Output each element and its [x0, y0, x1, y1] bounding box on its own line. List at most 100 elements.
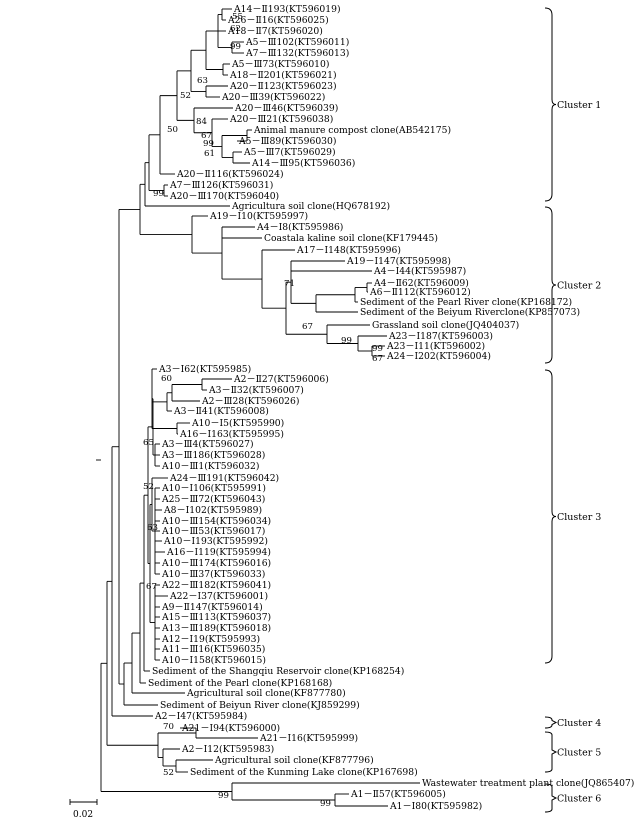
- leaf-label: A10－Ⅲ174(KT596016): [161, 558, 271, 569]
- bootstrap-value: 71: [284, 279, 295, 289]
- leaf-label: A9－Ⅱ147(KT596014): [161, 602, 263, 613]
- bootstrap-value: 84: [196, 117, 207, 127]
- leaf-label: A19－Ⅰ147(KT595998): [346, 256, 451, 267]
- leaf-label: A1－Ⅰ80(KT595982): [389, 801, 482, 812]
- leaf-label: A7－Ⅲ126(KT596031): [169, 180, 273, 191]
- leaf-label: A20－Ⅲ170(KT596040): [169, 191, 279, 202]
- bootstrap-value: 52: [180, 91, 191, 101]
- leaf-label: A4－Ⅱ62(KT596009): [373, 278, 469, 289]
- cluster-bracket: [544, 7, 557, 202]
- leaf-label: A18－Ⅱ7(KT596020): [227, 26, 323, 37]
- cluster-label: Cluster 2: [557, 281, 601, 292]
- leaf-label: Agricultural soil clone(KF877780): [186, 688, 346, 699]
- leaf-label: A10－Ⅰ5(KT595990): [191, 418, 284, 429]
- bootstrap-value: 99: [153, 189, 164, 199]
- leaf-label: A11－Ⅲ16(KT596035): [161, 644, 265, 655]
- leaf-label: A4－Ⅰ44(KT595987): [373, 266, 466, 277]
- leaf-label: A20－Ⅲ46(KT596039): [234, 103, 338, 114]
- leaf-label: A14－Ⅲ95(KT596036): [251, 158, 355, 169]
- bootstrap-value: 99: [320, 799, 331, 809]
- leaf-label: A1－Ⅱ57(KT596005): [350, 789, 446, 800]
- leaf-label: A5－Ⅲ73(KT596010): [231, 59, 329, 70]
- leaf-label: A23－Ⅰ187(KT596003): [388, 331, 493, 342]
- cluster-label: Cluster 6: [557, 794, 601, 805]
- leaf-label: A10－Ⅲ37(KT596033): [161, 569, 265, 580]
- bootstrap-value: 52: [143, 482, 154, 492]
- leaf-label: A10－Ⅰ106(KT595991): [161, 483, 266, 494]
- leaf-label: A10－Ⅰ158(KT596015): [161, 655, 266, 666]
- leaf-label: A23－Ⅰ11(KT596002): [386, 341, 485, 352]
- leaf-label: A7－Ⅲ132(KT596013): [245, 48, 349, 59]
- leaf-label: A10－Ⅲ154(KT596034): [161, 516, 271, 527]
- leaf-label: Grassland soil clone(JQ404037): [372, 320, 519, 331]
- leaf-label: Agricultural soil clone(KF877796): [214, 755, 374, 766]
- bootstrap-value: 55: [232, 12, 243, 22]
- bootstrap-value: 99: [203, 139, 214, 149]
- cluster-bracket: [544, 731, 558, 773]
- cluster-bracket: [544, 716, 558, 729]
- leaf-label: A17－Ⅰ148(KT595996): [296, 245, 401, 256]
- leaf-label: A8－Ⅰ102(KT595989): [163, 505, 262, 516]
- bootstrap-value: 52: [163, 768, 174, 778]
- leaf-label: Animal manure compost clone(AB542175): [253, 125, 451, 136]
- leaf-label: A21－Ⅰ94(KT596000): [181, 723, 280, 734]
- leaf-label: Sediment of the Pearl River clone(KP1681…: [360, 297, 572, 308]
- leaf-label: Sediment of the Kunming Lake clone(KP167…: [190, 767, 418, 778]
- leaf-label: Wastewater treatment plant clone(JQ86540…: [422, 778, 634, 789]
- leaf-label: A25－Ⅲ72(KT596043): [161, 494, 265, 505]
- cluster-bracket: [544, 206, 557, 364]
- leaf-label: A22－Ⅰ37(KT596001): [169, 591, 268, 602]
- leaf-label: A15－Ⅲ113(KT596037): [161, 612, 271, 623]
- leaf-label: A22－Ⅲ182(KT596041): [161, 580, 271, 591]
- cluster-bracket: [544, 369, 557, 664]
- leaf-label: A12－Ⅰ19(KT595993): [161, 634, 260, 645]
- leaf-labels: A14－Ⅱ193(KT596019)A26－Ⅱ16(KT596025)A18－Ⅱ…: [148, 4, 634, 812]
- leaf-label: A10－Ⅰ193(KT595992): [163, 536, 268, 547]
- bootstrap-value: 61: [204, 149, 215, 159]
- leaf-label: Sediment of the Shangqiu Reservoir clone…: [152, 666, 404, 677]
- bootstrap-value: 67: [372, 354, 383, 364]
- cluster-label: Cluster 3: [557, 512, 601, 523]
- bootstrap-value: 65: [143, 438, 154, 448]
- bootstrap-value: 67: [302, 322, 313, 332]
- leaf-label: A3－Ⅱ32(KT596007): [208, 385, 304, 396]
- leaf-label: A21－Ⅰ16(KT595999): [259, 733, 358, 744]
- leaf-label: A6－Ⅱ112(KT596012): [369, 287, 471, 298]
- leaf-label: A16－Ⅰ119(KT595994): [166, 547, 271, 558]
- cluster-label: Cluster 4: [557, 718, 601, 729]
- leaf-label: A26－Ⅱ16(KT596025): [227, 15, 329, 26]
- leaf-label: Sediment of the Pearl clone(KP168168): [148, 678, 332, 689]
- leaf-label: Sediment of the Beiyum Riverclone(KP8570…: [360, 307, 580, 318]
- bootstrap-value: 63: [147, 523, 158, 533]
- leaf-label: Sediment of Beiyun River clone(KJ859299): [160, 700, 360, 711]
- leaf-label: A2－Ⅰ47(KT595984): [154, 711, 247, 722]
- bootstrap-value: 67: [201, 131, 212, 141]
- bootstrap-value: 50: [167, 125, 178, 135]
- leaf-label: A14－Ⅱ193(KT596019): [233, 4, 341, 15]
- bootstrap-values: 5562996352508467996199716799996760655263…: [143, 12, 383, 809]
- leaf-label: A13－Ⅲ189(KT596018): [161, 623, 271, 634]
- leaf-label: A2－Ⅲ28(KT596026): [201, 396, 299, 407]
- leaf-label: A5－Ⅲ89(KT596030): [238, 136, 336, 147]
- leaf-label: A19－Ⅰ10(KT595997): [209, 211, 308, 222]
- leaf-label: A4－Ⅰ8(KT595986): [256, 222, 343, 233]
- bootstrap-value: 67: [146, 582, 157, 592]
- scale-bar-label: 0.02: [73, 810, 93, 820]
- cluster-label: Cluster 1: [557, 100, 601, 111]
- bootstrap-value: 99: [341, 336, 352, 346]
- leaf-label: A10－Ⅲ53(KT596017): [161, 526, 265, 537]
- leaf-label: A16－Ⅰ163(KT595995): [179, 429, 284, 440]
- bootstrap-value: 99: [230, 42, 241, 52]
- leaf-label: A24－Ⅰ202(KT596004): [386, 351, 491, 362]
- leaf-label: A20－Ⅱ123(KT596023): [229, 81, 337, 92]
- cluster-brackets: Cluster 1 Cluster 2 Cluster 3 Cluster 4 Clus…: [544, 7, 601, 813]
- cluster-label: Cluster 5: [557, 748, 601, 759]
- leaf-label: A20－Ⅲ21(KT596038): [229, 114, 333, 125]
- leaf-label: Agricultura soil clone(HQ678192): [231, 201, 390, 212]
- leaf-label: A10－Ⅲ1(KT596032): [161, 461, 259, 472]
- bootstrap-value: 70: [163, 722, 174, 732]
- leaf-label: A3－Ⅰ62(KT595985): [158, 364, 251, 375]
- cluster-bracket: [544, 783, 558, 813]
- bootstrap-value: 60: [161, 374, 172, 384]
